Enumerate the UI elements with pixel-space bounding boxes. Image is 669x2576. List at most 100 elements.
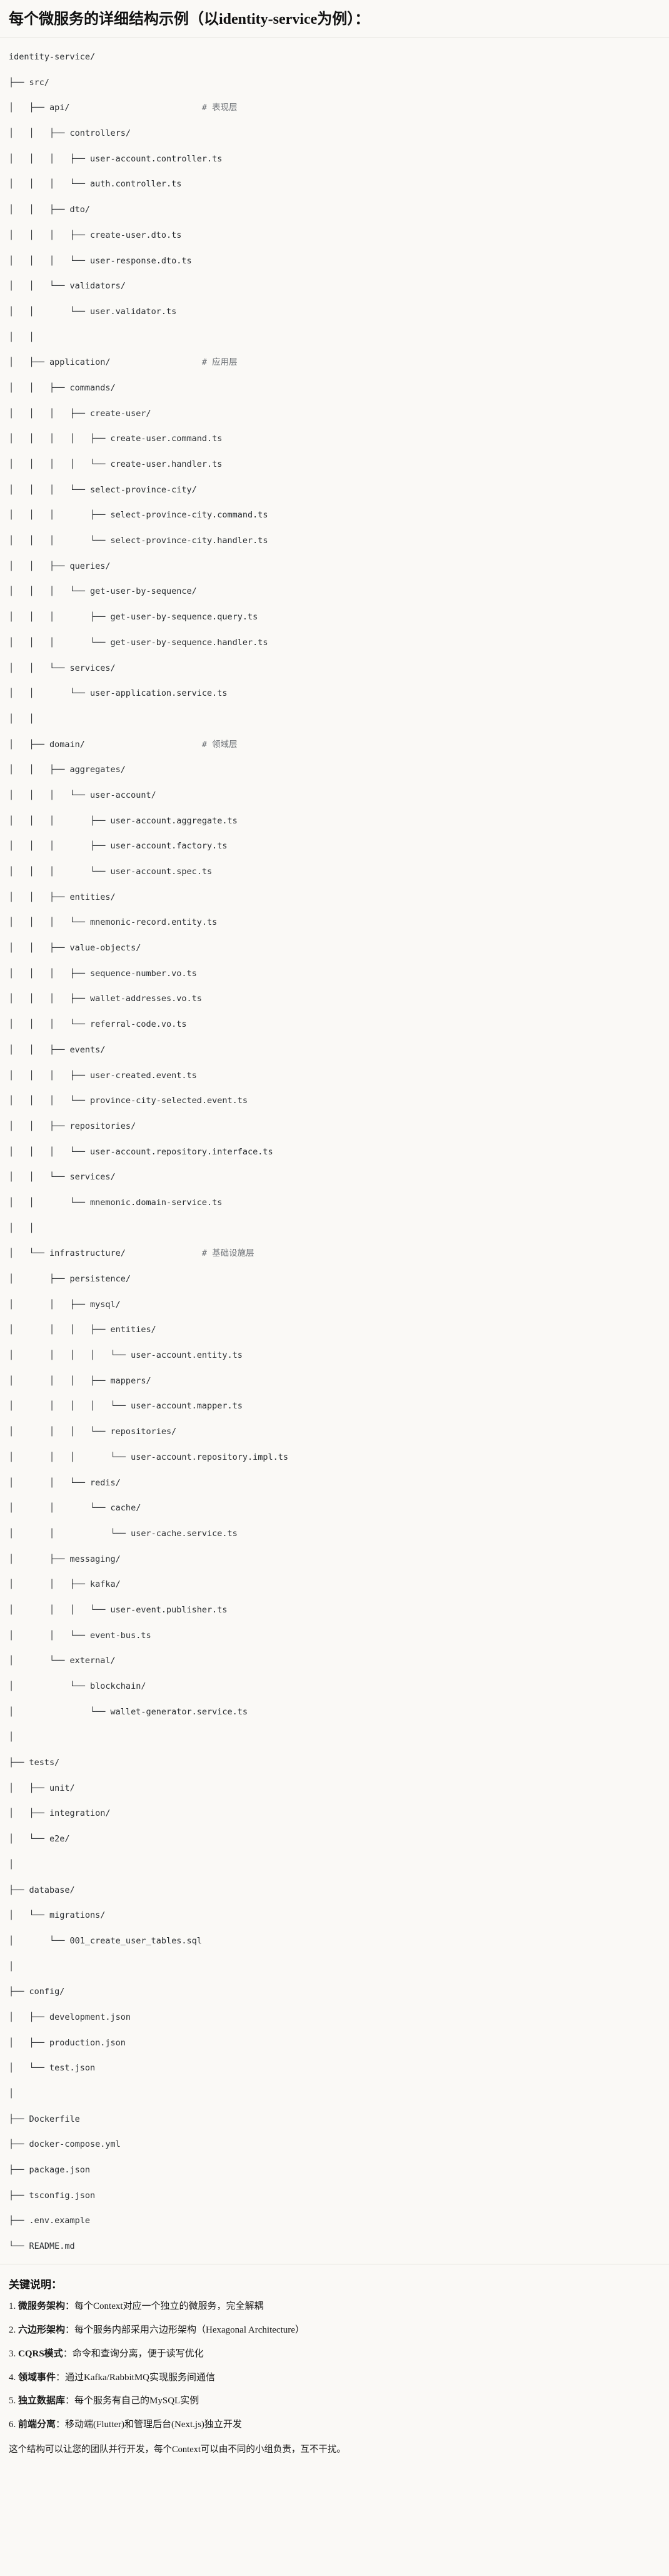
tree-line-path: │ └── wallet-generator.service.ts — [9, 1706, 248, 1717]
tree-line-path: │ │ ├── events/ — [9, 1044, 106, 1055]
tree-line-path: │ └── 001_create_user_tables.sql — [9, 1935, 202, 1946]
tree-line-path: │ │ │ └── user-account.repository.interf… — [9, 1146, 273, 1157]
tree-line-gap — [70, 103, 202, 113]
tree-line-path: │ │ │ ├── select-province-city.command.t… — [9, 510, 268, 521]
tree-line: │ │ │ └── user-event.publisher.ts — [9, 1604, 660, 1616]
tree-line: │ ├── development.json — [9, 2011, 660, 2024]
tree-line-path: │ │ └── validators/ — [9, 281, 126, 292]
tree-line: │ │ │ ├── create-user/ — [9, 407, 660, 420]
tree-line: │ ├── application/ # 应用层 — [9, 356, 660, 369]
tree-line: │ │ │ ├── wallet-addresses.vo.ts — [9, 992, 660, 1005]
tree-line-path: │ ├── unit/ — [9, 1783, 75, 1793]
tree-line-path: │ │ — [9, 1223, 34, 1233]
tree-line: │ │ │ └── mnemonic-record.entity.ts — [9, 916, 660, 929]
tree-line: │ │ │ └── user-account.repository.interf… — [9, 1146, 660, 1158]
tree-line: │ │ │ └── user-account/ — [9, 789, 660, 802]
tree-line: ├── package.json — [9, 2164, 660, 2176]
key-point-item: 3. CQRS模式：命令和查询分离，便于读写优化 — [9, 2348, 660, 2361]
tree-line-path: │ │ │ └── user-response.dto.ts — [9, 255, 192, 266]
key-point-text: 每个Context对应一个独立的微服务，完全解耦 — [74, 2301, 264, 2312]
tree-line-comment: # 表现层 — [201, 103, 238, 113]
tree-line: │ │ └── user-application.service.ts — [9, 687, 660, 700]
key-point-text: 每个服务内部采用六边形架构（Hexagonal Architecture） — [74, 2325, 304, 2336]
tree-line-path: │ │ │ └── user-event.publisher.ts — [9, 1604, 228, 1615]
tree-line-path: ├── tests/ — [9, 1758, 60, 1768]
tree-line-path: │ ├── application/ — [9, 357, 111, 368]
tree-line: │ │ │ └── province-city-selected.event.t… — [9, 1094, 660, 1107]
tree-line-path: │ └── blockchain/ — [9, 1681, 146, 1691]
key-point-item: 6. 前端分离：移动端(Flutter)和管理后台(Next.js)独立开发 — [9, 2418, 660, 2432]
tree-line: │ │ — [9, 713, 660, 725]
key-point-item: 1. 微服务架构：每个Context对应一个独立的微服务，完全解耦 — [9, 2300, 660, 2314]
tree-line-path: │ ├── development.json — [9, 2012, 131, 2022]
tree-line-path: │ ├── integration/ — [9, 1808, 111, 1819]
key-point-separator: ： — [63, 2348, 73, 2359]
tree-line: │ │ └── validators/ — [9, 280, 660, 292]
tree-line-path: │ └── migrations/ — [9, 1910, 106, 1921]
tree-line: │ │ │ ├── sequence-number.vo.ts — [9, 967, 660, 980]
tree-line: ├── database/ — [9, 1884, 660, 1896]
tree-line: │ — [9, 1731, 660, 1743]
document-page: 每个微服务的详细结构示例（以identity-service为例）： ident… — [0, 0, 669, 2455]
tree-line: │ ├── api/ # 表现层 — [9, 101, 660, 114]
tree-line-path: │ │ │ ├── mappers/ — [9, 1375, 151, 1386]
tree-line-path: │ │ ├── queries/ — [9, 561, 111, 571]
tree-line-path: │ ├── production.json — [9, 2037, 126, 2048]
tree-line-path: │ │ │ ├── wallet-addresses.vo.ts — [9, 994, 202, 1004]
tree-line: │ ├── unit/ — [9, 1782, 660, 1795]
tree-line: │ │ └── cache/ — [9, 1502, 660, 1514]
key-point-text: 通过Kafka/RabbitMQ实现服务间通信 — [65, 2372, 216, 2383]
tree-line-path: ├── database/ — [9, 1885, 75, 1895]
key-point-item: 2. 六边形架构：每个服务内部采用六边形架构（Hexagonal Archite… — [9, 2324, 660, 2338]
tree-line: │ │ │ └── get-user-by-sequence.handler.t… — [9, 636, 660, 649]
tree-line: │ │ │ └── user-account.repository.impl.t… — [9, 1451, 660, 1464]
tree-line-path: │ │ ├── dto/ — [9, 205, 91, 215]
tree-line: │ — [9, 2087, 660, 2100]
tree-line: ├── tests/ — [9, 1756, 660, 1769]
tree-line-path: ├── config/ — [9, 1987, 65, 1997]
tree-line: │ │ └── user-cache.service.ts — [9, 1527, 660, 1540]
tree-line: identity-service/ — [9, 51, 660, 63]
tree-line-path: │ │ │ ├── user-account.aggregate.ts — [9, 815, 238, 826]
key-point-separator: ： — [65, 2325, 75, 2336]
tree-line: │ │ │ │ └── user-account.entity.ts — [9, 1349, 660, 1362]
tree-line-path: │ │ ├── value-objects/ — [9, 943, 141, 954]
tree-line: │ └── infrastructure/ # 基础设施层 — [9, 1247, 660, 1260]
tree-line-path: │ │ └── redis/ — [9, 1477, 121, 1488]
tree-line: │ — [9, 1960, 660, 1973]
tree-line-path: │ │ ├── aggregates/ — [9, 765, 126, 775]
document-header: 每个微服务的详细结构示例（以identity-service为例）： — [0, 0, 669, 38]
key-point-separator: ： — [56, 2372, 66, 2383]
key-point-text: 每个服务有自己的MySQL实例 — [74, 2396, 199, 2406]
tree-line: │ │ │ │ └── user-account.mapper.ts — [9, 1400, 660, 1412]
tree-line: │ │ │ └── select-province-city.handler.t… — [9, 534, 660, 547]
tree-line: │ │ ├── commands/ — [9, 382, 660, 394]
tree-line-comment: # 基础设施层 — [201, 1248, 254, 1259]
tree-line: │ │ │ ├── user-created.event.ts — [9, 1069, 660, 1082]
tree-line: │ │ ├── events/ — [9, 1044, 660, 1056]
tree-line-path: │ │ │ ├── create-user.dto.ts — [9, 230, 182, 240]
tree-line: │ │ │ └── auth.controller.ts — [9, 178, 660, 190]
tree-line: │ └── external/ — [9, 1654, 660, 1667]
tree-line-path: │ │ └── user.validator.ts — [9, 306, 177, 317]
tree-line-path: │ │ │ │ └── user-account.mapper.ts — [9, 1401, 243, 1412]
tree-line: │ └── wallet-generator.service.ts — [9, 1706, 660, 1718]
key-point-number: 1. — [9, 2301, 18, 2312]
tree-line: │ │ ├── entities/ — [9, 891, 660, 904]
tree-line: ├── docker-compose.yml — [9, 2138, 660, 2151]
tree-line-path: │ └── e2e/ — [9, 1834, 70, 1845]
key-point-label: 微服务架构 — [18, 2301, 66, 2312]
tree-line: │ │ └── redis/ — [9, 1477, 660, 1489]
tree-line: │ ├── messaging/ — [9, 1553, 660, 1565]
tree-line-path: │ │ │ └── province-city-selected.event.t… — [9, 1096, 248, 1106]
tree-line: │ ├── domain/ # 领域层 — [9, 738, 660, 751]
tree-line: │ └── e2e/ — [9, 1833, 660, 1845]
tree-line-path: │ │ │ └── user-account.spec.ts — [9, 867, 213, 877]
tree-line: │ ├── persistence/ — [9, 1273, 660, 1285]
directory-tree: identity-service/ ├── src/ │ ├── api/ # … — [9, 51, 660, 2253]
tree-line: ├── config/ — [9, 1985, 660, 1998]
tree-line-path: │ │ └── services/ — [9, 663, 116, 673]
tree-line-path: │ ├── persistence/ — [9, 1274, 131, 1284]
tree-line-path: │ │ ├── entities/ — [9, 892, 116, 902]
